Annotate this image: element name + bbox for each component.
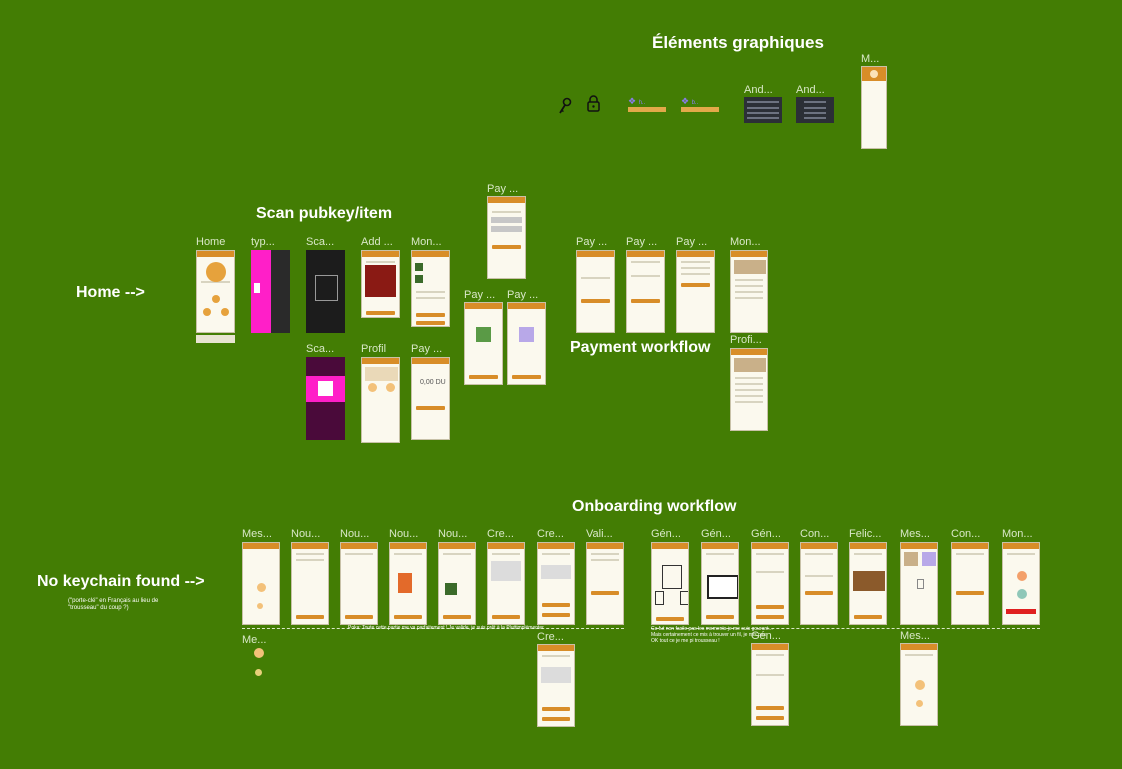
frame-label: Pay ... — [507, 289, 539, 301]
onboarding-frame-5[interactable] — [438, 542, 476, 625]
frame-label: Pay ... — [411, 343, 443, 355]
section-title-home: Home --> — [76, 284, 145, 301]
onboarding-frame-11[interactable] — [751, 542, 789, 625]
frame-label: Add ... — [361, 236, 393, 248]
android-numpad-frame[interactable] — [796, 97, 834, 123]
pay-confirm-frame-1[interactable] — [464, 302, 503, 385]
payment-frame-profile[interactable] — [730, 348, 768, 431]
frame-label: Nou... — [389, 528, 419, 540]
frame-label: Sca... — [306, 343, 335, 355]
frame-label: Home — [196, 236, 226, 248]
onboarding-frame-9[interactable] — [651, 542, 689, 625]
pay-confirm-frame-2[interactable] — [507, 302, 546, 385]
onboarding-divider-2 — [651, 628, 1040, 629]
frame-label: And... — [796, 84, 825, 96]
onboarding-frame-3[interactable] — [340, 542, 378, 625]
onboarding-frame-6[interactable] — [487, 542, 525, 625]
frame-label: Con... — [951, 528, 981, 540]
pay-amount-frame[interactable]: 0,00 DU — [411, 357, 450, 440]
keys-icon — [557, 97, 573, 119]
home-footer-bar — [196, 335, 235, 343]
onboarding-small-dot-2 — [255, 669, 262, 676]
frame-label: Pay ... — [676, 236, 708, 248]
frame-label: Gén... — [651, 528, 681, 540]
frame-label: Sca... — [306, 236, 335, 248]
frame-label: Mes... — [242, 528, 272, 540]
scan-camera-frame[interactable] — [306, 250, 345, 333]
payment-frame-money[interactable] — [730, 250, 768, 333]
frame-label: Mes... — [900, 630, 930, 642]
onboarding-note-a: Poka: Toute cette partie me va parfaitem… — [348, 625, 544, 631]
onboarding-frame-14[interactable] — [900, 542, 938, 625]
onboarding-frame-8[interactable] — [586, 542, 624, 625]
onboarding-frame-15[interactable] — [951, 542, 989, 625]
profile-frame[interactable] — [361, 357, 400, 443]
lock-icon — [586, 95, 601, 116]
frame-label: Gén... — [751, 528, 781, 540]
payment-frame-1[interactable] — [576, 250, 615, 333]
section-title-no-keychain: No keychain found --> — [37, 573, 205, 590]
scan-qr-frame[interactable] — [306, 357, 345, 440]
frame-label: Pay ... — [576, 236, 608, 248]
component-chip-2[interactable]: ❖ b.. — [681, 96, 719, 114]
android-keyboard-frame[interactable] — [744, 97, 782, 123]
onboarding-frame-18[interactable] — [751, 643, 789, 726]
frame-label: Cre... — [537, 528, 564, 540]
frame-label: typ... — [251, 236, 275, 248]
frame-label: Cre... — [487, 528, 514, 540]
frame-label: Nou... — [340, 528, 370, 540]
add-item-frame[interactable] — [361, 250, 400, 318]
onboarding-note-b-line-1: Ce fut non facile pas les moments je me … — [651, 626, 773, 632]
frame-label: M... — [861, 53, 880, 65]
frame-label: Profil — [361, 343, 387, 355]
onboarding-frame-7[interactable] — [537, 542, 575, 625]
pay-form-frame[interactable] — [487, 196, 526, 279]
frame-label: Pay ... — [464, 289, 496, 301]
onboarding-frame-4[interactable] — [389, 542, 427, 625]
frame-label: Cre... — [537, 631, 564, 643]
no-keychain-note-line-2: "trousseau" du coup ?) — [68, 605, 129, 611]
onboarding-note-b-line-3: OK tout ce je me pi trousseau ! — [651, 638, 720, 644]
frame-label: Gén... — [701, 528, 731, 540]
onboarding-frame-16[interactable] — [1002, 542, 1040, 625]
frame-label: Profi... — [730, 334, 762, 346]
onboarding-small-dot-1 — [254, 648, 264, 658]
onboarding-frame-12[interactable] — [800, 542, 838, 625]
frame-label: Pay ... — [626, 236, 658, 248]
onboarding-frame-2[interactable] — [291, 542, 329, 625]
onboarding-note-b-line-2: Mais certainement ce mis à trouver un fi… — [651, 632, 767, 638]
frame-label: Gén... — [751, 630, 781, 642]
section-title-onboarding: Onboarding workflow — [572, 498, 737, 515]
frame-label: Pay ... — [487, 183, 519, 195]
frame-label: Mon... — [411, 236, 442, 248]
onboarding-frame-10[interactable] — [701, 542, 739, 625]
home-frame[interactable] — [196, 250, 235, 333]
onboarding-frame-13[interactable] — [849, 542, 887, 625]
menu-frame[interactable] — [861, 66, 887, 149]
section-title-payment: Payment workflow — [570, 339, 711, 356]
section-title-graphic-elements: Éléments graphiques — [652, 33, 824, 52]
no-keychain-note-line-1: ("porte-clé" en Français au lieu de — [68, 598, 159, 604]
onboarding-frame-1[interactable] — [242, 542, 280, 625]
frame-label: Vali... — [586, 528, 613, 540]
onboarding-frame-17[interactable] — [537, 644, 575, 727]
frame-label: Nou... — [291, 528, 321, 540]
payment-frame-2[interactable] — [626, 250, 665, 333]
type-scan-frame[interactable] — [251, 250, 290, 333]
amount-display: 0,00 DU — [420, 379, 446, 386]
money-frame[interactable] — [411, 250, 450, 327]
frame-label: Mon... — [730, 236, 761, 248]
component-chip-1[interactable]: ❖ h.. — [628, 96, 666, 114]
frame-label: Me... — [242, 634, 267, 646]
onboarding-frame-19[interactable] — [900, 643, 938, 726]
payment-frame-3[interactable] — [676, 250, 715, 333]
frame-label: Con... — [800, 528, 830, 540]
section-title-scan: Scan pubkey/item — [256, 205, 393, 222]
onboarding-divider-1 — [242, 628, 624, 629]
frame-label: Mes... — [900, 528, 930, 540]
frame-label: And... — [744, 84, 773, 96]
frame-label: Felic... — [849, 528, 882, 540]
frame-label: Nou... — [438, 528, 468, 540]
frame-label: Mon... — [1002, 528, 1033, 540]
